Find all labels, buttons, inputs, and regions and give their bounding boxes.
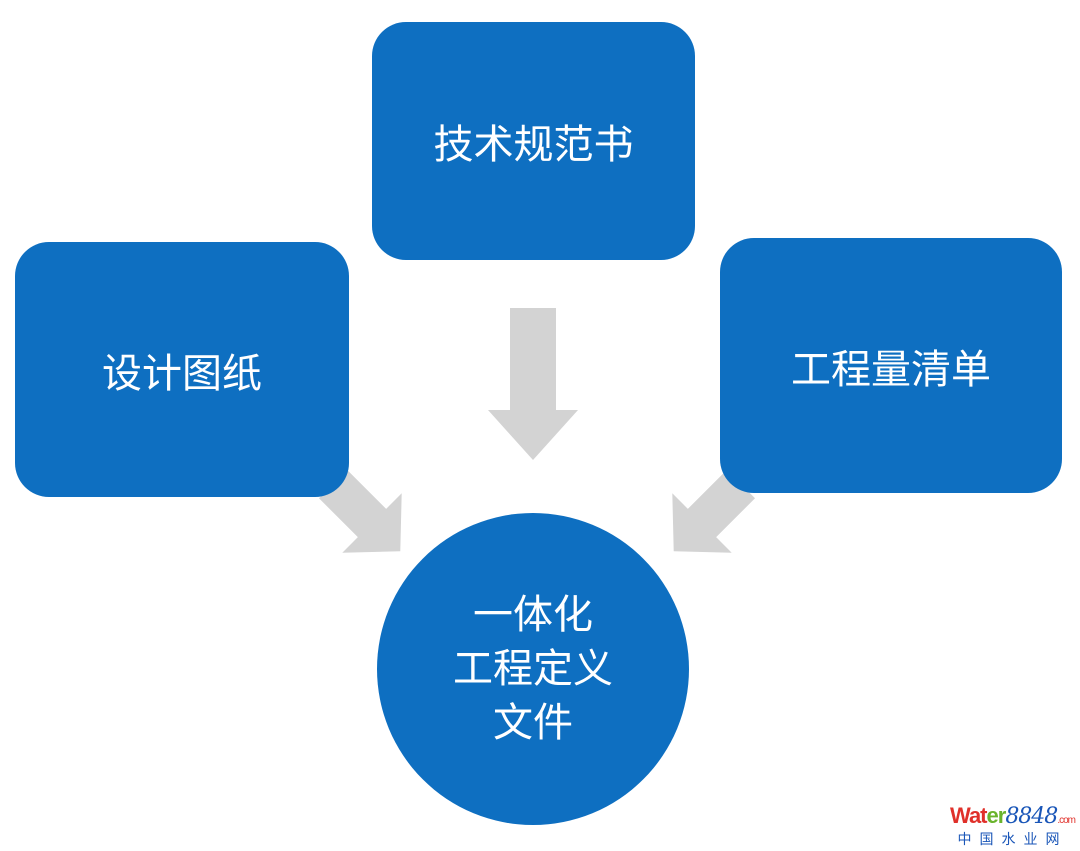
wm-subtitle: 中国水业网 [957, 832, 1068, 848]
center-line-2: 工程定义 [453, 646, 613, 692]
wm-d: .com [1057, 815, 1076, 826]
arrow-down-right-icon [318, 469, 402, 553]
arrow-down-icon [488, 308, 578, 460]
node-design-drawings: 设计图纸 [15, 242, 349, 497]
node-technical-spec: 技术规范书 [372, 22, 695, 260]
node-label: 设计图纸 [102, 350, 262, 397]
watermark-logo: Water8848.com 中国水业网 [950, 803, 1076, 849]
node-label: 技术规范书 [433, 122, 634, 168]
wm-b: er [986, 803, 1007, 828]
wm-a: Wat [950, 803, 988, 828]
center-line-1: 一体化 [473, 592, 593, 638]
wm-c: 8848 [1005, 804, 1058, 829]
center-line-3: 文件 [493, 700, 573, 746]
node-integrated-definition: 一体化 工程定义 文件 [377, 513, 689, 825]
node-bill-of-quantities: 工程量清单 [720, 238, 1062, 493]
arrow-down-left-icon [672, 469, 756, 553]
node-label: 工程量清单 [791, 346, 991, 393]
